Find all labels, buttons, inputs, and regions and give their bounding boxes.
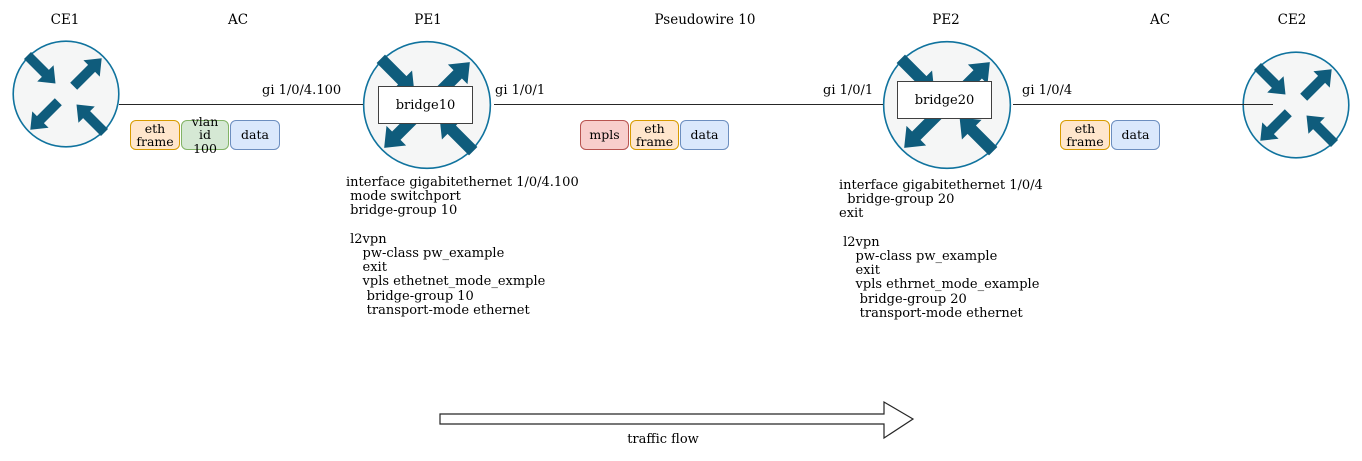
router-arrows-icon — [1253, 62, 1339, 148]
traffic-flow-arrow-icon — [439, 400, 915, 440]
frame-vlan: vlan id 100 — [181, 115, 229, 155]
frame-eth: eth frame — [630, 120, 679, 150]
interface-label-gi101-left: gi 1/0/1 — [495, 83, 546, 98]
pe2-config-text: interface gigabitethernet 1/0/4 bridge-g… — [839, 178, 1043, 321]
label-pe2: PE2 — [932, 12, 960, 28]
frame-stack-ac-right: eth frame data — [1060, 120, 1160, 150]
pe1-config-text: interface gigabitethernet 1/0/4.100 mode… — [346, 175, 579, 318]
bridge10-box: bridge10 — [378, 86, 473, 124]
frame-stack-pseudowire: mpls eth frame data — [580, 120, 729, 150]
interface-label-gi101-right: gi 1/0/1 — [823, 83, 874, 98]
link-ce1-pe1 — [119, 104, 363, 106]
label-pe1: PE1 — [414, 12, 442, 28]
interface-label-gi104: gi 1/0/4 — [1022, 83, 1073, 98]
frame-mpls: mpls — [580, 120, 629, 150]
link-pe2-ce2 — [1013, 104, 1273, 106]
label-ce1: CE1 — [50, 12, 80, 28]
frame-stack-ac-left: eth frame vlan id 100 data — [130, 115, 280, 155]
router-arrows-icon — [23, 51, 109, 137]
bridge20-label: bridge20 — [914, 92, 975, 108]
bridge10-label: bridge10 — [395, 97, 456, 113]
frame-data: data — [680, 120, 729, 150]
label-ac-right: AC — [1149, 12, 1171, 28]
label-pseudowire: Pseudowire 10 — [654, 12, 756, 28]
frame-eth: eth frame — [130, 120, 180, 150]
label-ce2: CE2 — [1277, 12, 1307, 28]
traffic-flow-label: traffic flow — [627, 432, 699, 447]
bridge20-box: bridge20 — [897, 81, 992, 119]
interface-label-gi104100: gi 1/0/4.100 — [262, 83, 342, 98]
frame-data: data — [230, 120, 280, 150]
frame-data: data — [1111, 120, 1160, 150]
link-pe1-pe2 — [494, 104, 883, 106]
router-icon-ce1 — [11, 39, 121, 149]
label-ac-left: AC — [227, 12, 249, 28]
frame-eth: eth frame — [1060, 120, 1110, 150]
